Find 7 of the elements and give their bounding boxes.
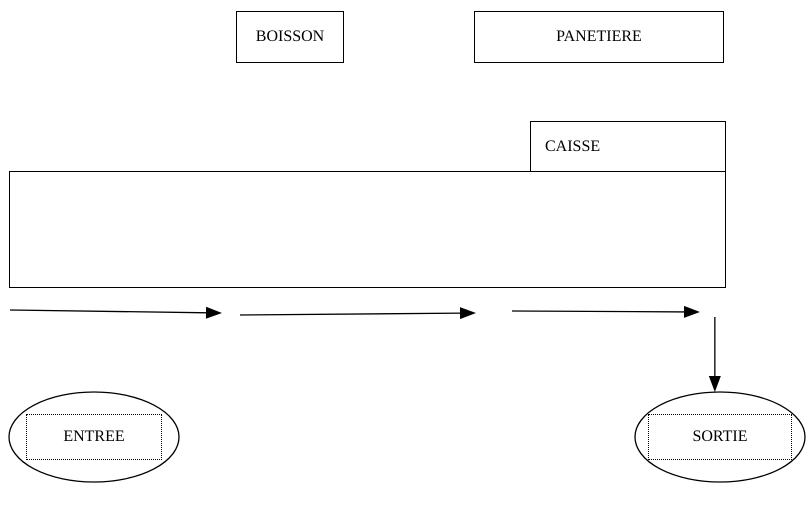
drink-station-box: BOISSON — [236, 11, 344, 63]
entrance-label: ENTREE — [26, 414, 162, 460]
arrow — [708, 317, 721, 392]
bread-station-box: PANETIERE — [474, 11, 724, 63]
counter-box — [9, 171, 726, 288]
cashier-box: CAISSE — [530, 121, 726, 172]
exit-label: SORTIE — [648, 414, 792, 460]
